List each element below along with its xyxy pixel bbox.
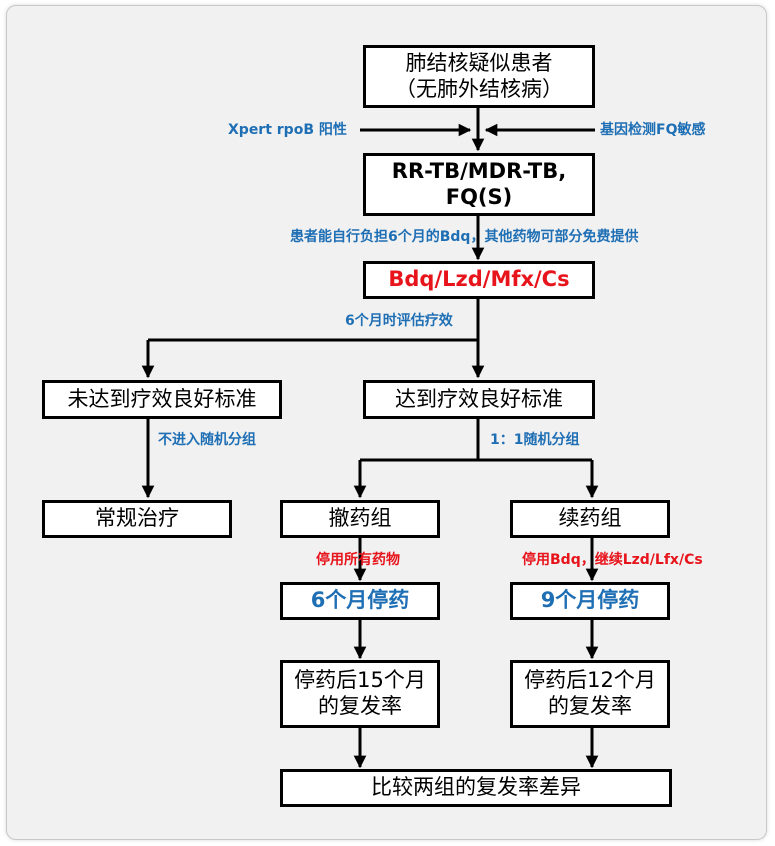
node-relapse12-line2: 的复发率 <box>548 694 632 718</box>
node-rr-tb-line2: FQ(S) <box>445 184 513 209</box>
node-stop9: 9个月停药 <box>510 582 670 620</box>
node-met-text: 达到疗效良好标准 <box>395 386 563 411</box>
node-continue: 续药组 <box>510 500 670 538</box>
node-regimen: Bdq/Lzd/Mfx/Cs <box>363 261 595 299</box>
node-routine-text: 常规治疗 <box>95 506 179 531</box>
node-relapse12-line1: 停药后12个月 <box>524 668 656 693</box>
label-afford: 患者能自行负担6个月的Bdq，其他药物可部分免费提供 <box>290 229 639 245</box>
node-suspect-line1: 肺结核疑似患者 <box>405 50 553 75</box>
node-not-met: 未达到疗效良好标准 <box>42 380 282 419</box>
node-suspect: 肺结核疑似患者 （无肺外结核病） <box>363 45 595 108</box>
label-no-random: 不进入随机分组 <box>158 432 256 448</box>
node-regimen-text: Bdq/Lzd/Mfx/Cs <box>388 267 570 292</box>
node-relapse15: 停药后15个月 的复发率 <box>280 660 440 728</box>
node-routine: 常规治疗 <box>42 500 232 538</box>
node-rr-tb: RR-TB/MDR-TB, FQ(S) <box>363 153 595 216</box>
label-xpert: Xpert rpoB 阳性 <box>228 122 347 138</box>
label-gene: 基因检测FQ敏感 <box>600 122 706 138</box>
node-compare-text: 比较两组的复发率差异 <box>371 775 581 800</box>
node-continue-text: 续药组 <box>558 506 622 531</box>
node-not-met-text: 未达到疗效良好标准 <box>67 386 257 411</box>
node-met: 达到疗效良好标准 <box>363 380 595 419</box>
label-stop-all: 停用所有药物 <box>316 552 400 568</box>
node-stop6: 6个月停药 <box>280 582 440 620</box>
node-compare: 比较两组的复发率差异 <box>280 769 672 807</box>
node-relapse15-line2: 的复发率 <box>318 694 402 718</box>
node-relapse15-line1: 停药后15个月 <box>294 668 426 693</box>
node-stop9-text: 9个月停药 <box>540 588 640 613</box>
node-relapse12: 停药后12个月 的复发率 <box>510 660 670 728</box>
node-stop6-text: 6个月停药 <box>310 588 410 613</box>
label-stop-bdq: 停用Bdq，继续Lzd/Lfx/Cs <box>522 552 703 568</box>
label-random: 1：1随机分组 <box>490 432 580 448</box>
node-suspect-line2: （无肺外结核病） <box>395 76 563 101</box>
node-withdraw-text: 撤药组 <box>328 506 392 531</box>
node-withdraw: 撤药组 <box>280 500 440 538</box>
node-rr-tb-line1: RR-TB/MDR-TB, <box>391 158 567 183</box>
label-eval6: 6个月时评估疗效 <box>345 313 453 329</box>
